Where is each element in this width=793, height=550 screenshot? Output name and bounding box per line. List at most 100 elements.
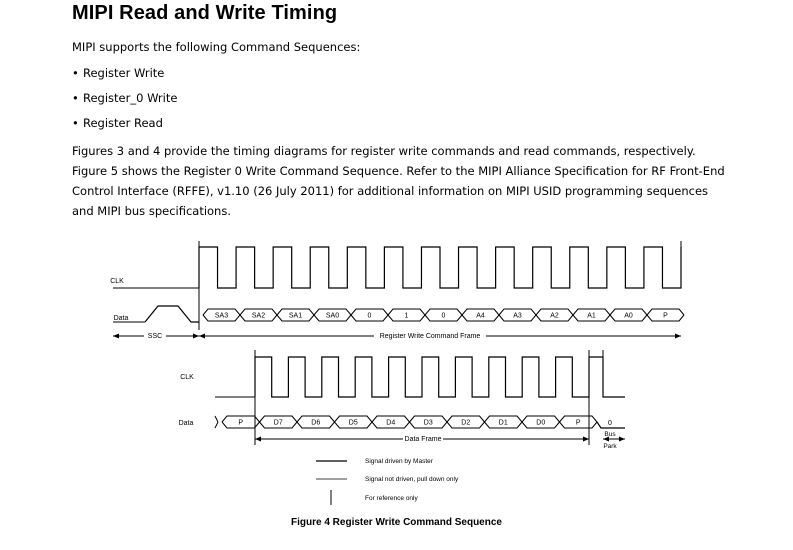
bottom-clk-label: CLK [180,374,194,381]
list-item-register-write: Register Write [72,65,177,90]
data-cell-1-label: SA2 [252,313,265,320]
frame-arrow-left [199,333,205,339]
data-cell-12-edge-top [646,308,685,316]
data-cell-4-edge-bottom [350,314,389,322]
data-cell-7-edge-top [461,308,500,316]
bottom-data-cell-5-edge-top [409,415,448,423]
bottom-data-cell-4-edge-bottom [371,421,410,429]
data-cell-12-label: P [663,313,668,320]
data-cell-8-label: A3 [513,313,522,320]
bottom-data-cell-4-label: D4 [386,420,395,427]
paragraph-line: Figure 5 shows the Register 0 Write Comm… [72,164,725,178]
data-label: Data [114,315,129,322]
bottom-data-cell-2-label: D6 [311,420,320,427]
bottom-data-cell-0-label: P [238,420,243,427]
bottom-data-cell-1-edge-top [259,415,298,423]
section-heading: MIPI Read and Write Timing [72,2,338,24]
data-frame-label: Data Frame [405,436,442,443]
bottom-data-cell-8-label: D0 [536,420,545,427]
data-cell-3-edge-top [313,308,352,316]
intro-text: MIPI supports the following Command Sequ… [72,40,361,54]
frame-label-bg [374,331,486,340]
bottom-data-cell-9-edge-top [559,415,598,423]
clk-label: CLK [110,278,124,285]
paragraph-line: and MIPI bus specifications. [72,204,231,218]
bottom-data-cell-7-label: D1 [499,420,508,427]
description-paragraph: Figures 3 and 4 provide the timing diagr… [72,141,732,221]
data-cell-11-edge-bottom [609,314,648,322]
bottom-data-cell-6-label: D2 [461,420,470,427]
data-cell-10-edge-bottom [572,314,611,322]
data-cell-8-edge-bottom [498,314,537,322]
bottom-data-cell-5-label: D3 [424,420,433,427]
frame-label: Register Write Command Frame [380,333,481,340]
bus-park-arrow-right [619,436,625,442]
ssc-label: SSC [148,333,162,340]
data-cell-3-label: SA0 [326,313,339,320]
data-cell-12-edge-bottom [646,314,685,322]
data-cell-11-edge-top [609,308,648,316]
bus-park-arrow-left [603,436,609,442]
bus-park-label-2: Park [603,443,617,450]
data-cell-1-edge-top [239,308,278,316]
data-cell-7-label: A4 [476,313,485,320]
bottom-data-cell-6-edge-top [446,415,485,423]
data-cell-8-edge-top [498,308,537,316]
data-cell-2-label: SA1 [289,313,302,320]
ssc-pulse [144,305,199,323]
bottom-data-cell-9-label: P [576,420,581,427]
clk-waveform [198,246,682,289]
data-cell-6-edge-bottom [424,314,463,322]
data-frame-arrow-right [583,436,589,442]
data-cell-9-edge-top [535,308,574,316]
bottom-data-lead-in-bottom [214,421,219,429]
data-frame-label-bg [403,434,443,443]
bottom-data-cell-9-edge-bottom [559,421,598,429]
data-cell-7-edge-bottom [461,314,500,322]
paragraph-line: Control Interface (RFFE), v1.10 (26 July… [72,184,709,198]
figure-caption: Figure 4 Register Write Command Sequence [291,517,502,528]
ssc-arrow-left [113,333,119,339]
data-cell-4-edge-top [350,308,389,316]
data-cell-11-label: A0 [624,313,633,320]
bottom-data-cell-0-edge-top [221,415,260,423]
data-cell-10-edge-top [572,308,611,316]
data-cell-1-edge-bottom [239,314,278,322]
data-cell-5-edge-bottom [387,314,426,322]
bottom-data-cell-10-label: 0 [608,420,612,427]
data-cell-5-edge-top [387,308,426,316]
bottom-data-cell-4-edge-top [371,415,410,423]
data-cell-5-label: 1 [405,313,409,320]
data-cell-6-edge-top [424,308,463,316]
list-item-register-read: Register Read [72,115,177,140]
data-cell-10-label: A1 [587,313,596,320]
bottom-clk-waveform [254,356,625,398]
bottom-data-cell-8-edge-bottom [521,421,560,429]
data-cell-4-label: 0 [368,313,372,320]
bottom-data-cell-7-edge-top [484,415,523,423]
legend-reference-label: For reference only [365,495,418,502]
bottom-data-cell-7-edge-bottom [484,421,523,429]
bottom-data-cell-2-edge-top [296,415,335,423]
data-cell-0-edge-top [202,308,241,316]
data-cell-9-label: A2 [550,313,559,320]
bottom-data-cell-3-edge-top [334,415,373,423]
bottom-data-label: Data [179,420,194,427]
bottom-data-cell-5-edge-bottom [409,421,448,429]
bottom-data-cell-3-label: D5 [349,420,358,427]
bus-park-label-1: Bus [604,431,616,438]
legend-driven-label: Signal driven by Master [365,458,434,465]
data-cell-9-edge-bottom [535,314,574,322]
list-item-register-0-write: Register_0 Write [72,90,177,115]
bottom-data-cell-0-edge-bottom [221,421,260,429]
bottom-data-cell-8-edge-top [521,415,560,423]
ssc-label-bg [144,331,166,340]
bottom-data-cell-6-edge-bottom [446,421,485,429]
bus-park-data-line [596,421,625,429]
frame-arrow-right [675,333,681,339]
data-cell-2-edge-bottom [276,314,315,322]
data-cell-3-edge-bottom [313,314,352,322]
paragraph-line: Figures 3 and 4 provide the timing diagr… [72,144,696,158]
